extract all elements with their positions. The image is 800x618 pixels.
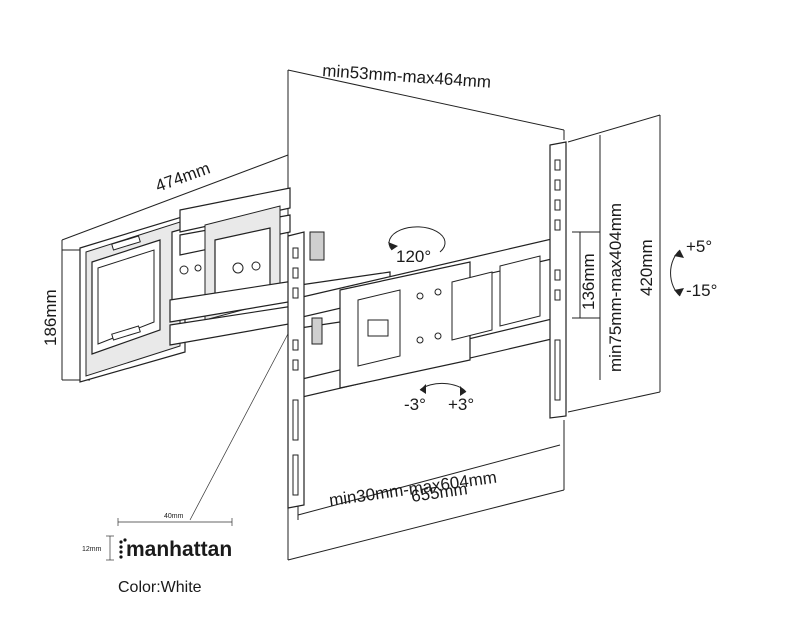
vesa-vertical-label: min75mm-max404mm (606, 203, 625, 372)
arm-extension-label: min53mm-max464mm (322, 61, 492, 92)
rotation-indicators (388, 226, 684, 396)
center-spacing-label: 136mm (579, 253, 598, 310)
tilt-down-label: -15° (686, 281, 717, 300)
tilt-up-label: +5° (686, 237, 712, 256)
level-minus-label: -3° (404, 395, 426, 414)
level-arrow-icon (419, 382, 467, 393)
logo-width-label: 40mm (164, 513, 184, 520)
strap-slots (292, 159, 561, 496)
wall-plate-height-label: 186mm (41, 289, 60, 346)
level-plus-label: +3° (448, 395, 474, 414)
swivel-arrow-icon (388, 226, 446, 253)
arm-length-label: 474mm (153, 159, 213, 196)
color-label: Color:White (118, 579, 202, 596)
tv-bracket (287, 141, 567, 509)
manhattan-logo-icon (119, 538, 127, 559)
wall-plate (79, 215, 215, 383)
dimension-lines (61, 69, 661, 561)
swivel-label: 120° (396, 247, 431, 266)
brand-logo-text: manhattan (126, 538, 232, 561)
logo-block: 40mm 12mm manhattan (82, 513, 233, 561)
logo-height-label: 12mm (82, 546, 102, 553)
overall-height-label: 420mm (637, 239, 656, 296)
